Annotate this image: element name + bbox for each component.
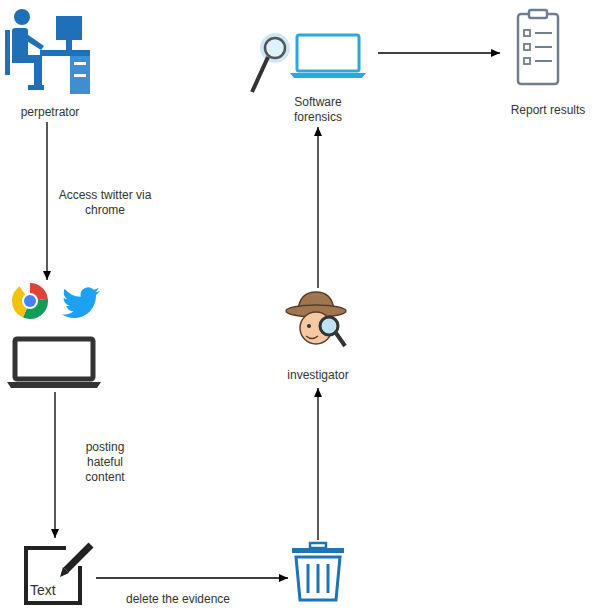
flow-arrow: [317, 388, 318, 540]
node-label: Text: [30, 583, 56, 598]
node-label: investigator: [287, 368, 348, 383]
node-label: Report results: [511, 103, 586, 118]
notepad-icon: [26, 545, 91, 603]
flow-arrow: [54, 392, 55, 538]
report-node: Report results: [500, 5, 596, 120]
investigator-node: investigator: [278, 288, 358, 388]
edge-label: delete the evidence: [111, 592, 245, 607]
notepad-node: Text: [18, 538, 96, 608]
flow-arrow: [378, 52, 500, 53]
investigator-icon: [286, 292, 346, 346]
flow-arrow: [317, 127, 318, 288]
device-node: [5, 280, 105, 392]
forensics-icon: [252, 33, 366, 92]
chrome-logo: [18, 289, 42, 313]
twitter-logo: [62, 287, 100, 318]
node-label: Software forensics: [278, 95, 358, 125]
perpetrator-icon: [5, 9, 90, 94]
forensics-node: Software forensics: [258, 25, 378, 127]
edge-label: Access twitter via chrome: [56, 188, 155, 218]
flow-arrow: [46, 122, 47, 280]
laptop-icon: [7, 339, 101, 388]
trash-node: [288, 540, 348, 604]
trash-icon: [292, 543, 344, 600]
edge-label: posting hateful content: [73, 440, 137, 485]
flow-arrow: [96, 577, 288, 578]
report-icon: [518, 10, 558, 84]
actor-node: perpetrator: [5, 3, 95, 122]
node-label: perpetrator: [21, 105, 80, 120]
